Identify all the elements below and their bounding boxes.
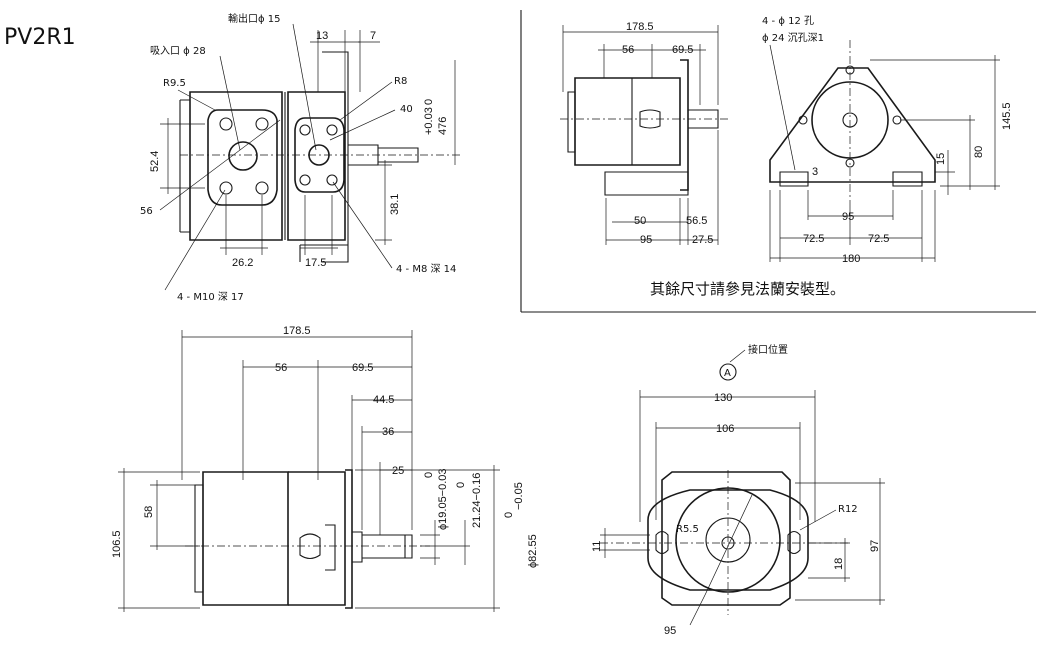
- dim-25-bl: 25: [392, 465, 404, 477]
- dim-476-a: +0.03: [423, 107, 435, 135]
- dim-7: 7: [370, 30, 376, 42]
- shaft1-b: ϕ19.05−0.03: [437, 468, 449, 530]
- discharge-port-label: 輸出口ϕ 15: [228, 12, 281, 25]
- dim-50-tr: 50: [634, 215, 646, 227]
- shaft3-b: −0.05: [513, 482, 525, 510]
- port-position-label: 接口位置: [748, 343, 788, 356]
- shaft3-a: 0: [503, 512, 515, 518]
- dim-40: 40: [400, 104, 413, 115]
- dim-476-c: 0: [423, 99, 435, 105]
- dim-95-br: 95: [664, 625, 676, 637]
- dim-95b-tr: 95: [842, 211, 854, 223]
- dim-56-tr: 56: [622, 44, 634, 56]
- dim-106-br: 106: [716, 423, 734, 435]
- dim-130-br: 130: [714, 392, 732, 404]
- dim-275-tr: 27.5: [692, 234, 713, 246]
- m10-label: 4 - M10 深 17: [177, 291, 244, 303]
- dim-476-b: 476: [437, 117, 449, 135]
- dim-695-tr: 69.5: [672, 44, 693, 56]
- suction-port-label: 吸入口 ϕ 28: [150, 46, 206, 57]
- r12-label: R12: [838, 504, 858, 515]
- port-marker-circle: [719, 363, 737, 381]
- dim-1785-tr: 178.5: [626, 21, 654, 33]
- dim-725a-tr: 72.5: [803, 233, 824, 245]
- dim-15-tr: 15: [935, 153, 947, 165]
- r8-label: R8: [394, 76, 407, 87]
- dim-56-label: 56: [140, 206, 153, 217]
- note-other-dimensions: 其餘尺寸請參見法蘭安裝型。: [650, 280, 845, 298]
- dim-80-tr: 80: [973, 146, 985, 158]
- dim-695-bl: 69.5: [352, 362, 373, 374]
- top-left-view: 13 7 輸出口ϕ 15 吸入口 ϕ 28 R9.5 R8 40 +0.03 4…: [140, 12, 460, 303]
- dim-11-br: 11: [591, 541, 603, 552]
- dim-1065-bl: 106.5: [111, 530, 123, 558]
- dim-97-br: 97: [869, 540, 881, 552]
- dim-524: 52.4: [149, 151, 161, 172]
- dim-565-tr: 56.5: [686, 215, 707, 227]
- r55-label: R5.5: [676, 524, 699, 535]
- top-right-view: 178.5 56 69.5 50 56.5 95 27.5 4 - ϕ 12 孔…: [560, 15, 1013, 298]
- dim-445-bl: 44.5: [373, 394, 394, 406]
- shaft2-a: 0: [455, 482, 467, 488]
- shaft2-b: 21.24−0.16: [471, 473, 483, 528]
- dim-262: 26.2: [232, 257, 253, 269]
- holes-label: 4 - ϕ 12 孔: [762, 15, 814, 27]
- bottom-right-view: 接口位置 A 130 106 R5.5 R12 11 18: [591, 343, 885, 637]
- shaft3-c: ϕ82.55: [527, 534, 539, 568]
- dim-1455-tr: 145.5: [1001, 102, 1013, 130]
- model-title: PV2R1: [4, 25, 76, 50]
- dim-180-tr: 180: [842, 253, 860, 265]
- dim-381: 38.1: [389, 194, 401, 215]
- dim-58-bl: 58: [143, 506, 155, 518]
- dim-36-bl: 36: [382, 426, 394, 438]
- counterbore-label: ϕ 24 沉孔深1: [762, 31, 824, 44]
- dim-95-tr: 95: [640, 234, 652, 246]
- top-right-frame: [520, 10, 1036, 313]
- dim-175: 17.5: [305, 257, 326, 269]
- bottom-left-view: 178.5 56 69.5 44.5 36 25 58 106.5 0 ϕ19.…: [111, 325, 539, 612]
- dim-13: 13: [316, 30, 328, 42]
- dim-18-br: 18: [833, 558, 845, 570]
- dim-1785-bl: 178.5: [283, 325, 311, 337]
- m8-label: 4 - M8 深 14: [396, 263, 456, 275]
- r95-label: R9.5: [163, 78, 186, 89]
- dim-3-tr: 3: [812, 166, 818, 178]
- dim-56-bl: 56: [275, 362, 287, 374]
- shaft1-a: 0: [423, 472, 435, 478]
- dim-725b-tr: 72.5: [868, 233, 889, 245]
- port-marker: A: [724, 368, 731, 379]
